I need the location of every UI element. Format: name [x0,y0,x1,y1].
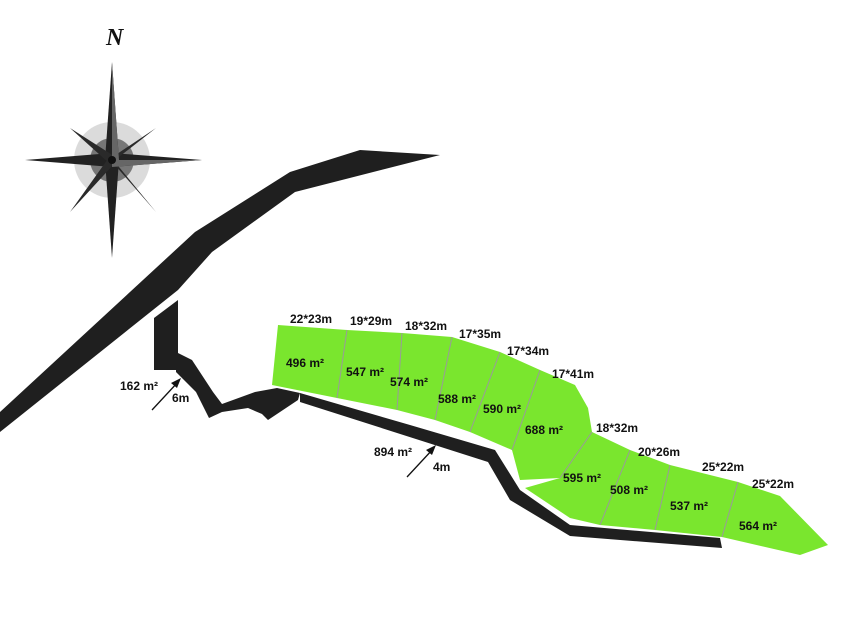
plot [655,465,738,537]
plot-dimension-label: 20*26m [638,445,680,459]
plot-area-label: 537 m² [670,499,708,513]
plot [525,432,630,525]
plot [512,370,592,480]
plot-dimension-label: 17*34m [507,344,549,358]
access-path-width-label: 6m [172,391,189,405]
plot [272,325,347,398]
plot-area-labels: 496 m² 547 m² 574 m² 588 m² 590 m² 688 m… [286,356,777,533]
plot-area-label: 595 m² [563,471,601,485]
plot-dimension-label: 18*32m [596,421,638,435]
plot-dimension-labels: 22*23m 19*29m 18*32m 17*35m 17*34m 17*41… [290,312,794,491]
plot-dimension-label: 19*29m [350,314,392,328]
plot-area-label: 547 m² [346,365,384,379]
plot [722,482,828,555]
plot-area-label: 588 m² [438,392,476,406]
road [0,150,440,432]
plot-dimension-label: 17*35m [459,327,501,341]
plot [470,352,540,450]
north-label: N [105,25,125,51]
plot-area-label: 496 m² [286,356,324,370]
road-strip [300,393,722,548]
plot-area-label: 574 m² [390,375,428,389]
plot-area-label: 590 m² [483,402,521,416]
plot [337,330,402,410]
plot-dimension-label: 25*22m [702,460,744,474]
plot-dimension-label: 22*23m [290,312,332,326]
plot [397,333,452,420]
plot-area-label: 508 m² [610,483,648,497]
plot-dimension-label: 18*32m [405,319,447,333]
access-path-area-label: 162 m² [120,379,158,393]
arrow-icon [151,378,181,411]
plot-dividers [336,329,739,538]
plot-area-label: 564 m² [739,519,777,533]
arrow-icon [406,445,436,478]
plots [272,325,828,555]
compass-rose-icon [25,62,202,258]
plot-dimension-label: 17*41m [552,367,594,381]
plot [435,337,500,432]
plot-dimension-label: 25*22m [752,477,794,491]
plot [600,450,670,530]
road-strip-area-label: 894 m² [374,445,412,459]
road-strip-width-label: 4m [433,460,450,474]
plot-area-label: 688 m² [525,423,563,437]
